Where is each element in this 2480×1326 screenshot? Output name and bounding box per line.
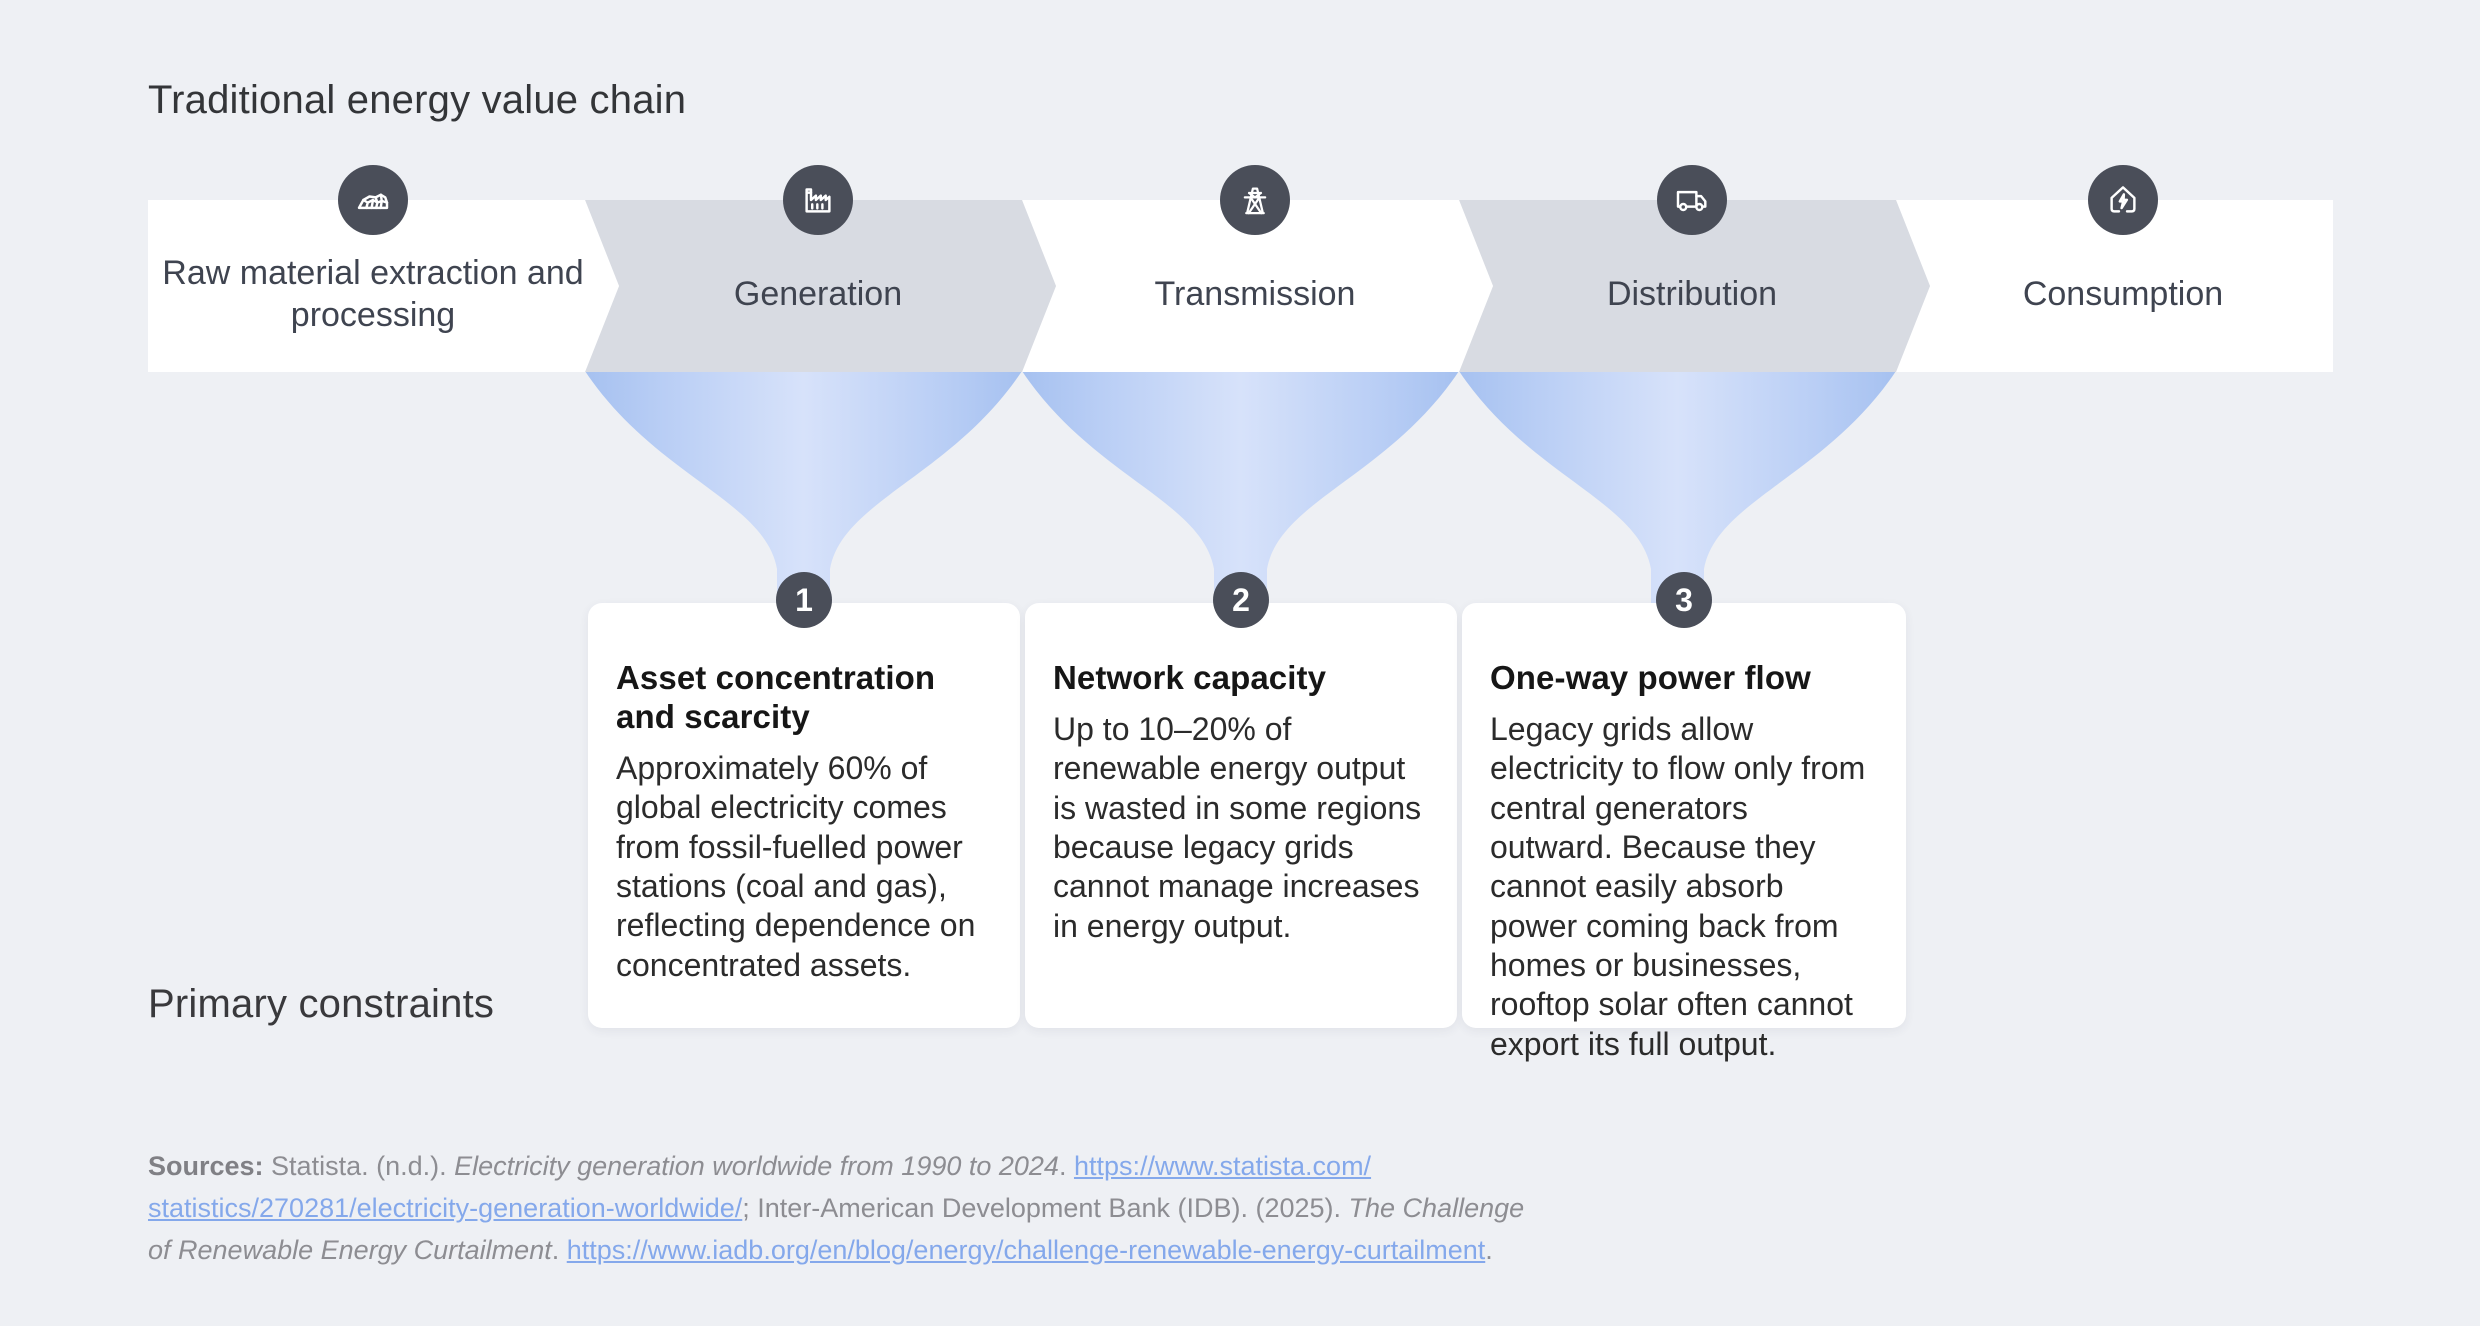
transmission-tower-icon bbox=[1220, 165, 1290, 235]
statista-link-part1[interactable]: https://www.statista.com/ bbox=[1073, 1151, 1372, 1181]
card-body: Legacy grids allow electricity to flow o… bbox=[1490, 710, 1866, 1062]
sources-text: . bbox=[1058, 1151, 1074, 1181]
primary-constraints-heading: Primary constraints bbox=[148, 982, 495, 1026]
constraint-number-2: 2 bbox=[1213, 572, 1269, 628]
card-title: Network capacity bbox=[1053, 659, 1327, 696]
home-energy-icon bbox=[2088, 165, 2158, 235]
constraint-number-1: 1 bbox=[776, 572, 832, 628]
funnel-transmission bbox=[1022, 371, 1459, 629]
stage-label-transmission: Transmission bbox=[1154, 274, 1356, 313]
constraint-card-asset-concentration: Asset concentration and scarcity Approxi… bbox=[588, 603, 1020, 1028]
sources-text: . bbox=[551, 1235, 567, 1266]
constraint-card-one-way-power-flow: One-way power flow Legacy grids allow el… bbox=[1462, 603, 1906, 1062]
funnel-distribution bbox=[1459, 371, 1896, 629]
card-title: Asset concentration and scarcity bbox=[616, 659, 936, 735]
card-title: One-way power flow bbox=[1490, 659, 1811, 696]
iadb-link[interactable]: https://www.iadb.org/en/blog/energy/chal… bbox=[566, 1235, 1486, 1266]
sources-work-title: The Challenge bbox=[1348, 1193, 1525, 1224]
funnel-generation bbox=[585, 371, 1022, 629]
constraint-number-3: 3 bbox=[1656, 572, 1712, 628]
stage-label-raw-material: Raw material extraction and processing bbox=[162, 253, 584, 335]
constraint-card-network-capacity: Network capacity Up to 10–20% of renewab… bbox=[1025, 603, 1457, 1028]
coal-pile-icon bbox=[338, 165, 408, 235]
sources-text: Statista. (n.d.). bbox=[271, 1151, 455, 1181]
sources-text: ; Inter-American Development Bank (IDB).… bbox=[742, 1193, 1349, 1224]
card-body: Up to 10–20% of renewable energy output … bbox=[1053, 710, 1422, 944]
sources-work-title: Electricity generation worldwide from 19… bbox=[454, 1151, 1059, 1181]
statista-link-part2[interactable]: statistics/270281/electricity-generation… bbox=[148, 1193, 743, 1224]
card-body: Approximately 60% of global electricity … bbox=[616, 749, 976, 983]
stage-label-distribution: Distribution bbox=[1606, 274, 1778, 313]
page-title: Traditional energy value chain bbox=[148, 78, 687, 122]
truck-icon bbox=[1657, 165, 1727, 235]
sources-label: Sources: bbox=[148, 1151, 272, 1181]
factory-icon bbox=[783, 165, 853, 235]
sources-work-title: of Renewable Energy Curtailment bbox=[148, 1235, 552, 1266]
stage-label-generation: Generation bbox=[733, 274, 903, 313]
sources-text: . bbox=[1485, 1235, 1493, 1266]
stage-label-consumption: Consumption bbox=[2022, 274, 2224, 313]
sources-block: Sources: Statista. (n.d.). Electricity g… bbox=[148, 1145, 1748, 1271]
